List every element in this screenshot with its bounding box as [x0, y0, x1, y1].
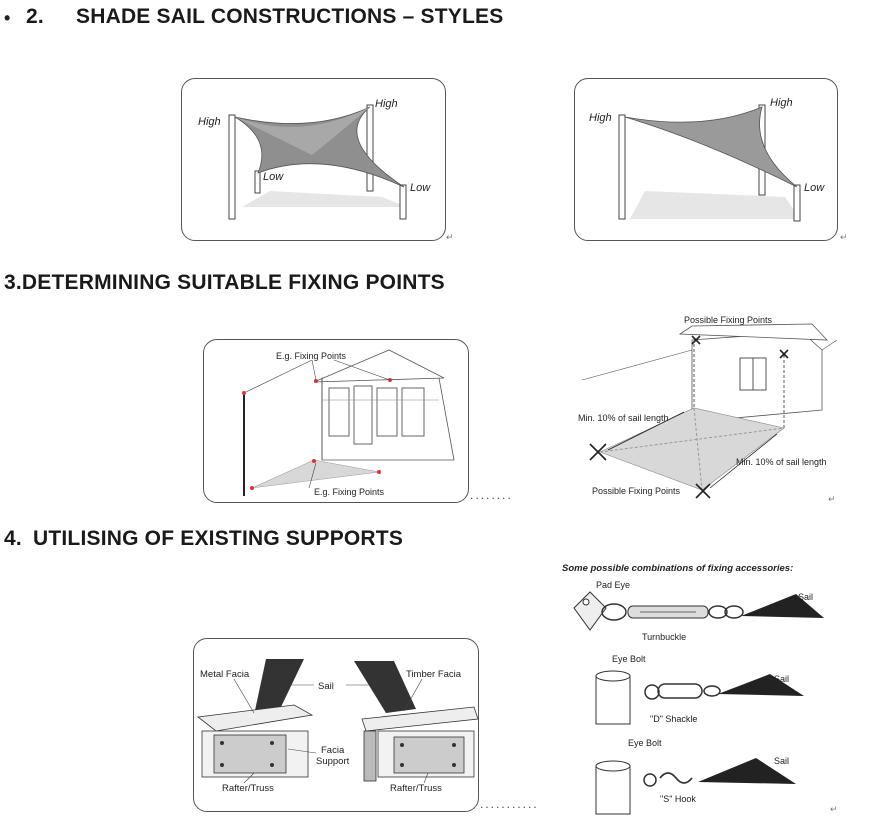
connector-dots: ...........	[480, 797, 539, 811]
label-sail: Sail	[318, 681, 334, 692]
label-possible-fixing-points-bottom: Possible Fixing Points	[592, 486, 681, 496]
list-bullet: •	[4, 8, 11, 28]
label-facia-support: Facia Support	[316, 745, 350, 767]
sail-style-diagram-flat: High High Low	[574, 78, 838, 241]
section-4-title: UTILISING OF EXISTING SUPPORTS	[33, 527, 404, 550]
twisted-sail-illustration: High High Low Low	[198, 98, 431, 220]
label-turnbuckle: Turnbuckle	[642, 632, 686, 642]
paragraph-mark: ↵	[830, 804, 838, 814]
label-sail-1: Sail	[798, 592, 813, 602]
section-2-number: 2.	[26, 5, 44, 28]
fixing-accessories-diagram: Some possible combinations of fixing acc…	[562, 563, 824, 815]
label-eye-bolt-1: Eye Bolt	[612, 654, 646, 664]
facia-supports-illustration: Metal Facia Sail Timber Facia Facia Supp…	[196, 659, 479, 794]
house-with-fixing-points-illustration: E.g. Fixing Points E.g. Fixing Points	[242, 349, 455, 497]
flat-sail-illustration: High High Low	[589, 97, 825, 222]
fixing-points-house-diagram: E.g. Fixing Points E.g. Fixing Points	[203, 339, 469, 503]
label-min-length-right: Min. 10% of sail length	[736, 457, 827, 467]
section-3-title: 3.DETERMINING SUITABLE FIXING POINTS	[4, 271, 445, 294]
label-rafter-right: Rafter/Truss	[390, 783, 442, 794]
sail-style-diagram-twisted: High High Low Low	[181, 78, 446, 241]
label-low-left: Low	[263, 171, 284, 183]
label-facia-support-line1: Facia	[321, 745, 345, 756]
label-low-right: Low	[804, 182, 825, 194]
label-facia-support-line2: Support	[316, 756, 350, 767]
section-2-title: SHADE SAIL CONSTRUCTIONS – STYLES	[76, 5, 504, 28]
paragraph-mark: ↵	[840, 232, 848, 242]
label-high-right: High	[375, 98, 398, 110]
label-s-hook: "S" Hook	[660, 794, 696, 804]
label-possible-fixing-points-top: Possible Fixing Points	[684, 315, 773, 325]
label-high-right: High	[770, 97, 793, 109]
label-fixing-points-top: E.g. Fixing Points	[276, 351, 347, 361]
label-d-shackle: "D" Shackle	[650, 714, 697, 724]
label-eye-bolt-2: Eye Bolt	[628, 738, 662, 748]
label-timber-facia: Timber Facia	[406, 669, 462, 680]
label-metal-facia: Metal Facia	[200, 669, 250, 680]
label-rafter-left: Rafter/Truss	[222, 783, 274, 794]
accessories-title: Some possible combinations of fixing acc…	[562, 563, 793, 574]
label-fixing-points-bottom: E.g. Fixing Points	[314, 487, 385, 497]
fixing-points-distance-diagram: Possible Fixing Points Min. 10% of sail …	[578, 315, 838, 499]
label-pad-eye: Pad Eye	[596, 580, 630, 590]
label-sail-2: Sail	[774, 674, 789, 684]
section-4-number: 4.	[4, 527, 22, 550]
label-min-length-left: Min. 10% of sail length	[578, 413, 669, 423]
label-high-left: High	[198, 116, 221, 128]
connector-dots: ........	[470, 488, 513, 502]
paragraph-mark: ↵	[446, 232, 454, 242]
label-low-right: Low	[410, 182, 431, 194]
existing-supports-diagram: Metal Facia Sail Timber Facia Facia Supp…	[193, 638, 479, 812]
paragraph-mark: ↵	[828, 494, 836, 504]
label-high-left: High	[589, 112, 612, 124]
label-sail-3: Sail	[774, 756, 789, 766]
